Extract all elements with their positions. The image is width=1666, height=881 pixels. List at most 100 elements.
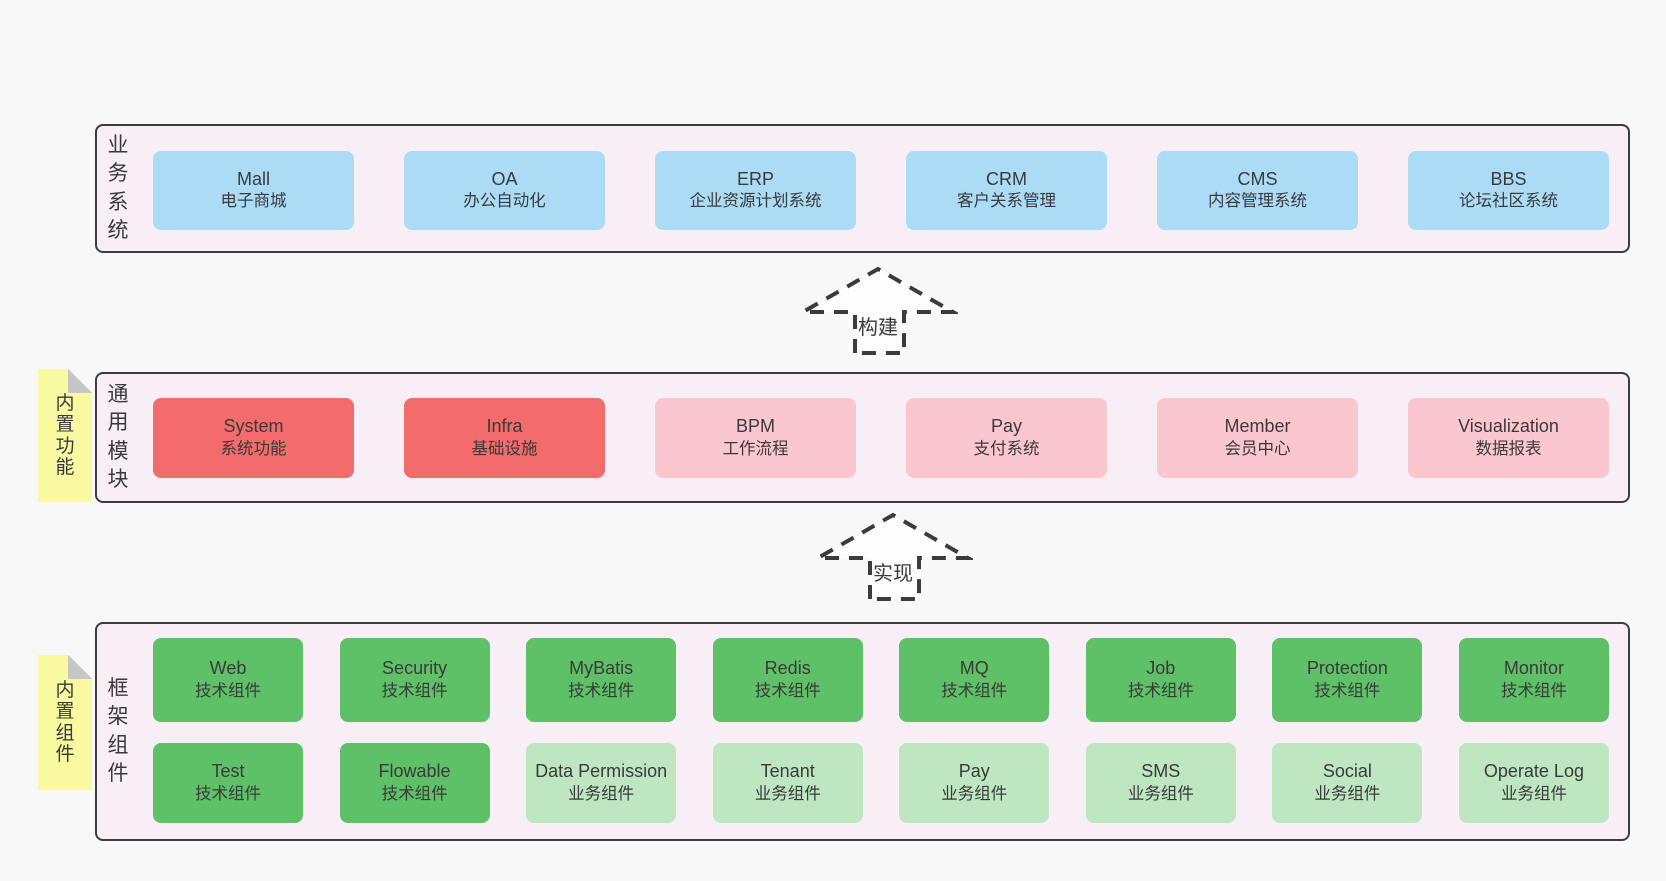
box-bbs: BBS 论坛社区系统 <box>1408 151 1609 230</box>
box-oa-desc: 办公自动化 <box>463 192 546 211</box>
box-erp-name: ERP <box>736 168 774 189</box>
business-systems-row: Mall 电子商城 OA 办公自动化 ERP 企业资源计划系统 CRM 客户关系… <box>153 151 1609 230</box>
layer-label-wrap: 业务系统 <box>105 126 131 251</box>
box-mq: MQ 技术组件 <box>899 638 1050 722</box>
framework-components-row-1: Web 技术组件 Security 技术组件 MyBatis 技术组件 Redi… <box>153 638 1609 722</box>
box-sms-name: SMS <box>1141 761 1181 782</box>
box-infra: Infra 基础设施 <box>404 398 605 478</box>
box-system: System 系统功能 <box>153 398 354 478</box>
layer-framework-components-label: 框架组件 <box>107 677 129 785</box>
box-cms-name: CMS <box>1237 168 1278 189</box>
box-bpm-desc: 工作流程 <box>722 439 789 458</box>
box-security: Security 技术组件 <box>339 638 490 722</box>
box-cms-desc: 内容管理系统 <box>1208 192 1307 211</box>
box-member: Member 会员中心 <box>1157 398 1358 478</box>
layer-business-systems: 业务系统 Mall 电子商城 OA 办公自动化 ERP 企业资源计划系统 CRM… <box>95 124 1630 253</box>
box-pay-biz-desc: 业务组件 <box>941 784 1008 803</box>
box-mybatis: MyBatis 技术组件 <box>526 638 677 722</box>
sticky-note-built-in-components: 内置组件 <box>38 655 92 790</box>
sticky-note-built-in-features: 内置功能 <box>38 369 92 502</box>
box-social-desc: 业务组件 <box>1314 784 1381 803</box>
layer-label-wrap: 框架组件 <box>105 624 131 839</box>
box-mall-name: Mall <box>236 168 270 189</box>
box-monitor-name: Monitor <box>1503 658 1564 679</box>
box-pay-desc: 支付系统 <box>973 439 1040 458</box>
box-pay-biz-name: Pay <box>958 761 990 782</box>
box-pay: Pay 支付系统 <box>906 398 1107 478</box>
box-flowable-name: Flowable <box>378 761 451 782</box>
arrow-implement-label: 实现 <box>873 563 913 585</box>
box-mall-desc: 电子商城 <box>220 192 287 211</box>
box-protection: Protection 技术组件 <box>1272 638 1423 722</box>
arrow-implement: 实现 <box>813 509 973 604</box>
box-mall: Mall 电子商城 <box>153 151 354 230</box>
box-data-permission: Data Permission 业务组件 <box>526 743 677 823</box>
box-cms: CMS 内容管理系统 <box>1157 151 1358 230</box>
box-crm-name: CRM <box>986 168 1027 189</box>
box-visualization-name: Visualization <box>1458 416 1559 437</box>
box-social-name: Social <box>1322 761 1372 782</box>
box-system-name: System <box>223 416 284 437</box>
box-security-desc: 技术组件 <box>381 681 448 700</box>
arrow-build: 构建 <box>798 263 958 358</box>
box-data-permission-desc: 业务组件 <box>568 784 635 803</box>
box-test-name: Test <box>211 761 245 782</box>
box-erp-desc: 企业资源计划系统 <box>689 192 822 211</box>
up-arrow-icon <box>813 512 973 601</box>
layer-framework-components: 框架组件 Web 技术组件 Security 技术组件 MyBatis 技术组件… <box>95 622 1630 841</box>
box-protection-name: Protection <box>1306 658 1388 679</box>
arrow-build-label: 构建 <box>858 317 898 339</box>
box-crm-desc: 客户关系管理 <box>957 192 1056 211</box>
box-crm: CRM 客户关系管理 <box>906 151 1107 230</box>
box-pay-biz: Pay 业务组件 <box>899 743 1050 823</box>
up-arrow-icon <box>798 266 958 355</box>
sticky-note-built-in-components-label: 内置组件 <box>55 679 75 765</box>
box-erp: ERP 企业资源计划系统 <box>655 151 856 230</box>
common-modules-row: System 系统功能 Infra 基础设施 BPM 工作流程 Pay 支付系统… <box>153 398 1609 478</box>
box-sms: SMS 业务组件 <box>1085 743 1236 823</box>
box-redis: Redis 技术组件 <box>712 638 863 722</box>
box-web-desc: 技术组件 <box>195 681 261 700</box>
box-redis-name: Redis <box>764 658 811 679</box>
box-visualization-desc: 数据报表 <box>1475 439 1542 458</box>
box-protection-desc: 技术组件 <box>1314 681 1381 700</box>
box-redis-desc: 技术组件 <box>754 681 821 700</box>
box-tenant-desc: 业务组件 <box>754 784 821 803</box>
box-tenant-name: Tenant <box>760 761 815 782</box>
box-operate-log-desc: 业务组件 <box>1500 784 1567 803</box>
box-monitor: Monitor 技术组件 <box>1458 638 1609 722</box>
box-infra-desc: 基础设施 <box>471 439 538 458</box>
box-monitor-desc: 技术组件 <box>1500 681 1567 700</box>
box-bpm-name: BPM <box>735 416 775 437</box>
box-mybatis-desc: 技术组件 <box>568 681 635 700</box>
box-web: Web 技术组件 <box>153 638 303 722</box>
box-test: Test 技术组件 <box>153 743 303 823</box>
box-flowable-desc: 技术组件 <box>381 784 448 803</box>
box-oa: OA 办公自动化 <box>404 151 605 230</box>
box-social: Social 业务组件 <box>1272 743 1423 823</box>
box-data-permission-name: Data Permission <box>535 761 668 782</box>
box-sms-desc: 业务组件 <box>1127 784 1194 803</box>
box-security-name: Security <box>382 658 448 679</box>
box-bbs-name: BBS <box>1490 168 1527 189</box>
box-test-desc: 技术组件 <box>195 784 261 803</box>
box-mq-name: MQ <box>959 658 989 679</box>
box-system-desc: 系统功能 <box>220 439 287 458</box>
box-operate-log: Operate Log 业务组件 <box>1458 743 1609 823</box>
layer-common-modules-label: 通用模块 <box>107 383 129 491</box>
box-job-name: Job <box>1146 658 1176 679</box>
box-member-name: Member <box>1224 416 1291 437</box>
layer-common-modules: 通用模块 System 系统功能 Infra 基础设施 BPM 工作流程 Pay… <box>95 372 1630 503</box>
box-web-name: Web <box>209 658 247 679</box>
box-job-desc: 技术组件 <box>1127 681 1194 700</box>
layer-label-wrap: 通用模块 <box>105 374 131 501</box>
framework-components-row-2: Test 技术组件 Flowable 技术组件 Data Permission … <box>153 743 1609 823</box>
box-job: Job 技术组件 <box>1085 638 1236 722</box>
box-tenant: Tenant 业务组件 <box>712 743 863 823</box>
box-visualization: Visualization 数据报表 <box>1408 398 1609 478</box>
box-bbs-desc: 论坛社区系统 <box>1459 192 1558 211</box>
box-mq-desc: 技术组件 <box>941 681 1008 700</box>
layer-business-systems-label: 业务系统 <box>107 134 129 242</box>
sticky-note-built-in-features-label: 内置功能 <box>55 392 75 478</box>
box-infra-name: Infra <box>486 416 523 437</box>
